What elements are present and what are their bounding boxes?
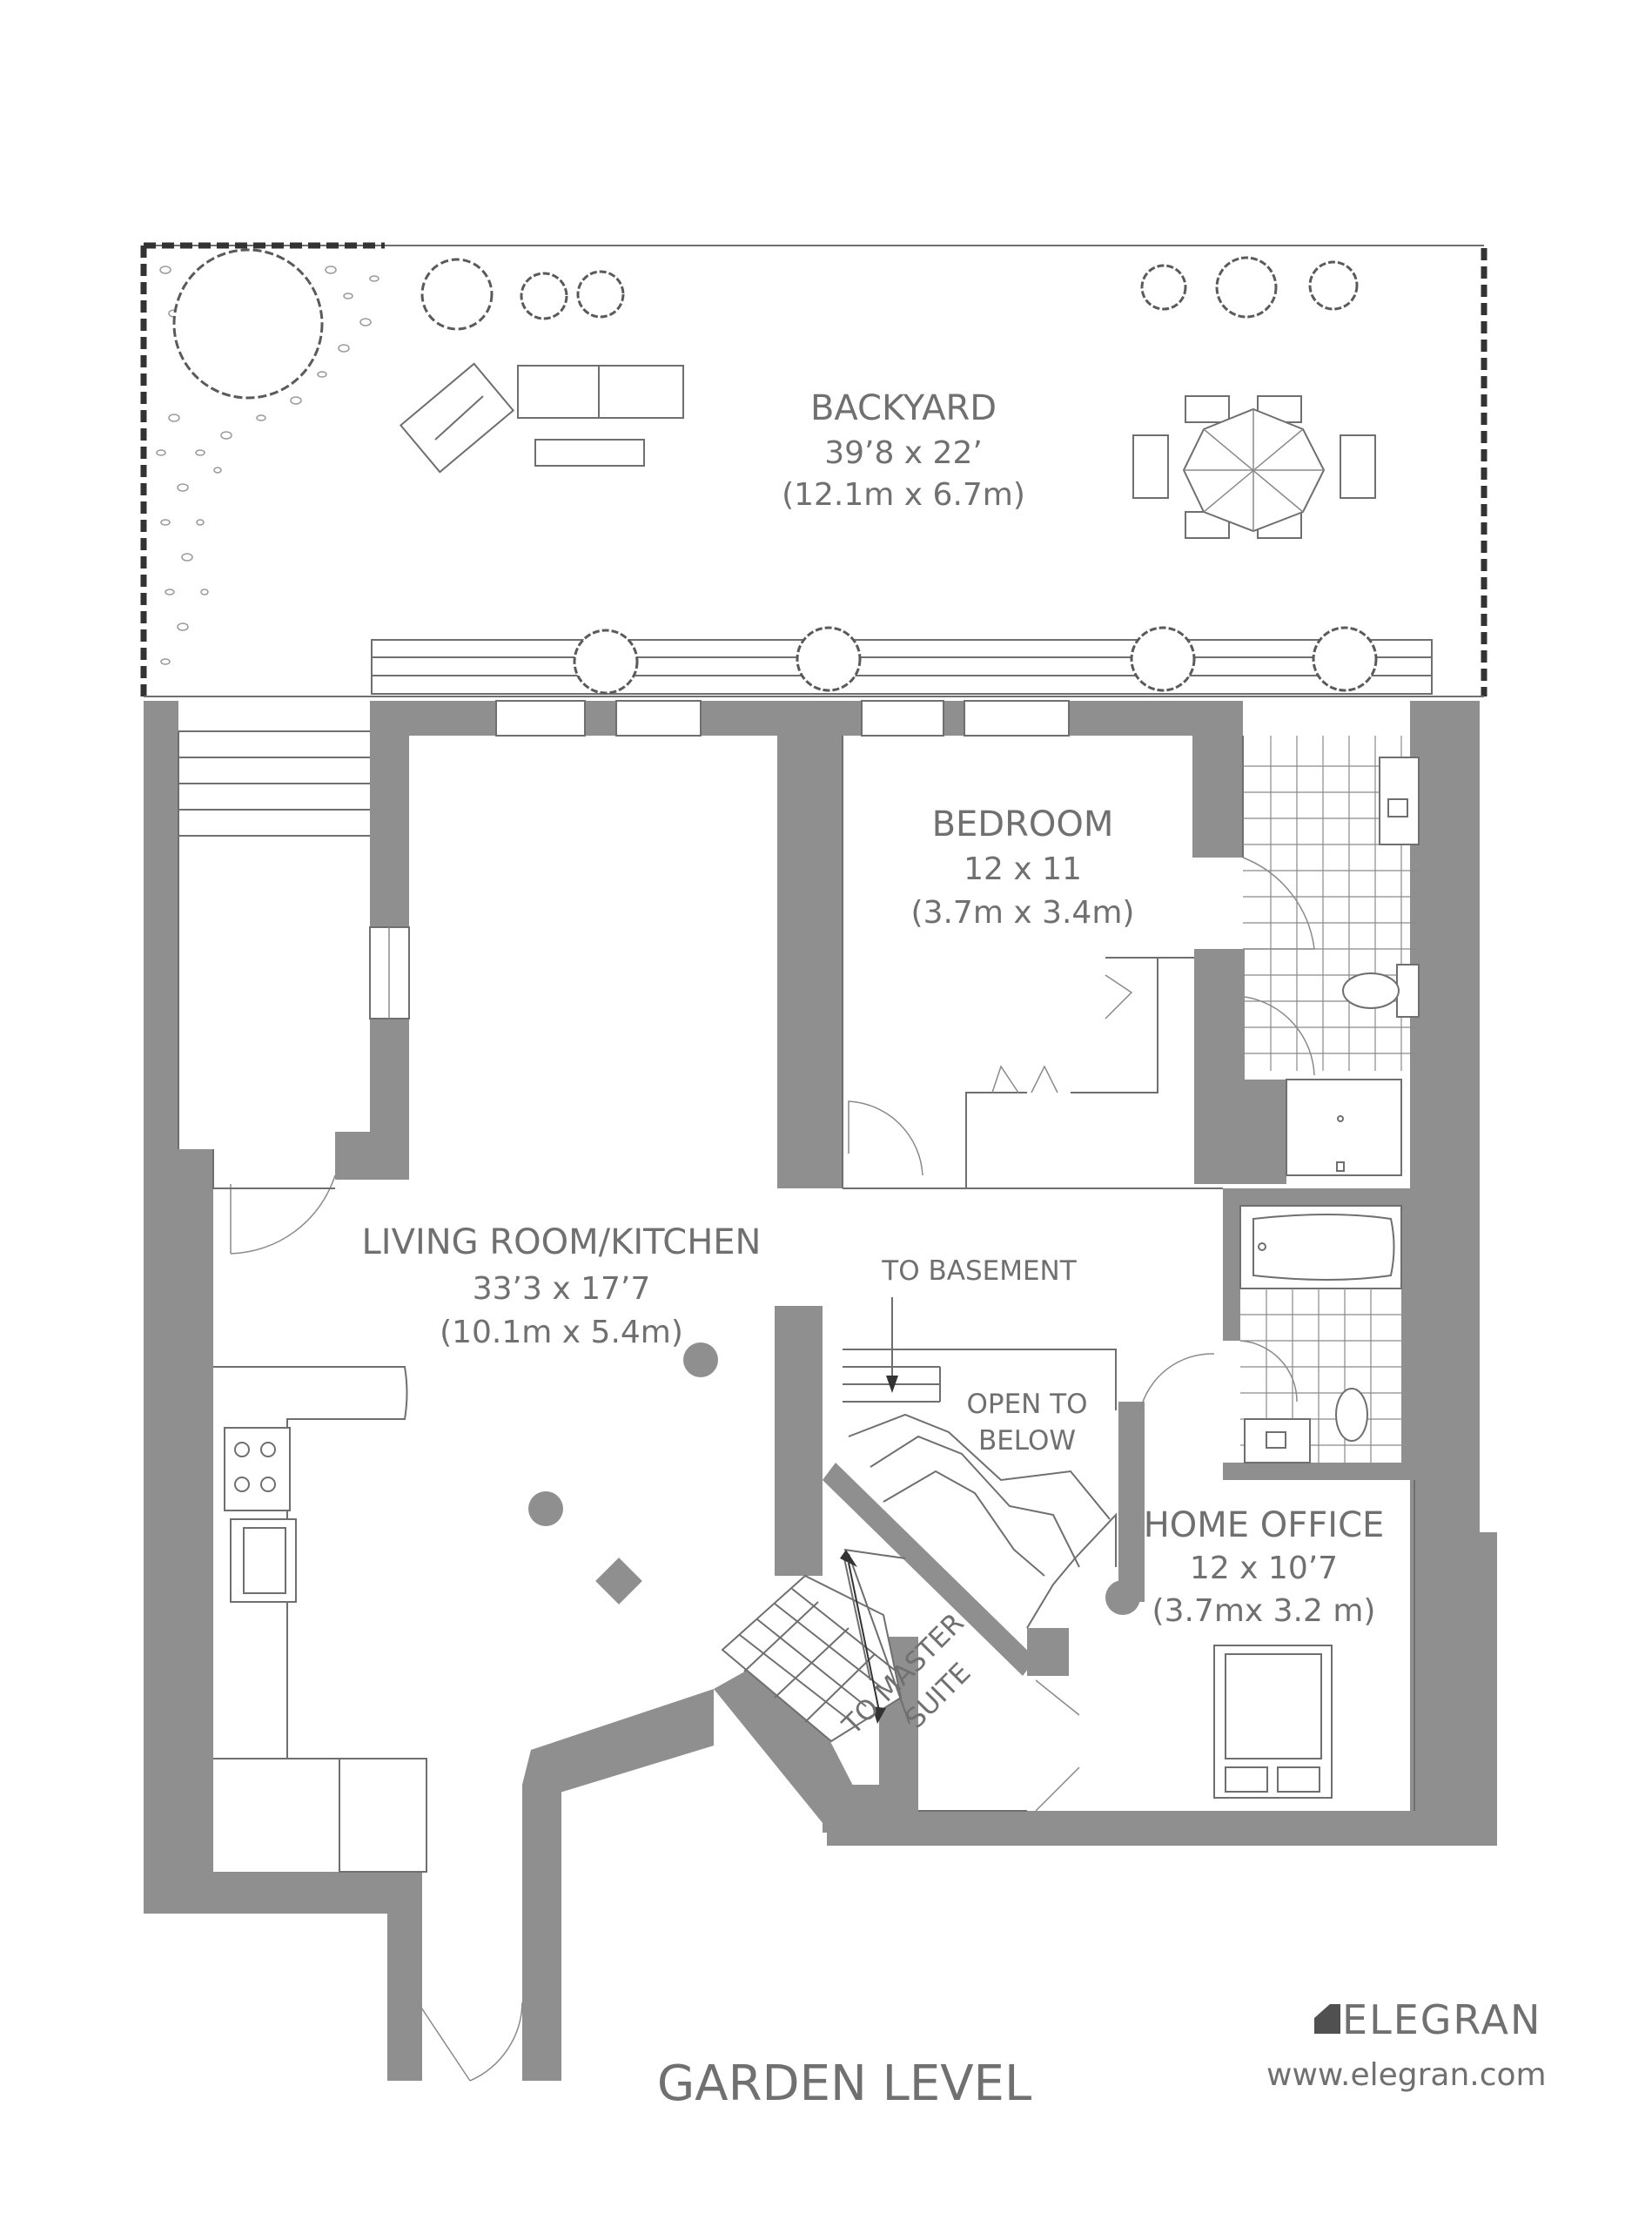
office-dim-metric: (3.7mx 3.2 m): [1152, 1593, 1376, 1629]
brand-url: www.elegran.com: [1266, 2057, 1547, 2093]
walls: [144, 701, 1497, 2081]
toilet-tank: [1396, 964, 1420, 1018]
to-basement-label: TO BASEMENT: [881, 1255, 1077, 1287]
living-area: LIVING ROOM/KITCHEN 33’3 x 17’7 (10.1m x…: [212, 1149, 1223, 1873]
plan-title: GARDEN LEVEL: [657, 2055, 1031, 2112]
tree: [420, 258, 494, 331]
stove: [224, 1427, 291, 1511]
large-tree: [172, 248, 324, 400]
toilet: [1342, 972, 1400, 1009]
tree: [520, 272, 568, 320]
living-dim-metric: (10.1m x 5.4m): [440, 1315, 683, 1350]
open-to-below-line1: OPEN TO: [966, 1389, 1087, 1420]
bathroom-upper: [1243, 736, 1420, 1176]
home-office-area: HOME OFFICE 12 x 10’7 (3.7mx 3.2 m): [918, 1480, 1415, 1812]
column: [683, 1342, 718, 1377]
tree: [1215, 256, 1278, 319]
bedroom-dim-metric: (3.7m x 3.4m): [911, 895, 1135, 931]
tree: [1308, 260, 1359, 311]
planter-bench: [371, 626, 1433, 695]
backyard-dim-metric: (12.1m x 6.7m): [782, 477, 1025, 513]
bathroom-lower: [1239, 1205, 1402, 1463]
bedroom-name: BEDROOM: [932, 804, 1114, 844]
bed: [1213, 1645, 1333, 1799]
office-dim-imperial: 12 x 10’7: [1190, 1551, 1338, 1586]
backyard-dim-imperial: 39’8 x 22’: [824, 435, 983, 471]
column: [595, 1558, 642, 1605]
stairs: TO BASEMENT OPEN TO BELOW TO MASTER SUIT…: [721, 1255, 1140, 1743]
toilet-2: [1335, 1388, 1368, 1442]
office-name: HOME OFFICE: [1144, 1505, 1385, 1545]
living-name: LIVING ROOM/KITCHEN: [362, 1222, 762, 1262]
tree: [576, 270, 625, 319]
living-dim-imperial: 33’3 x 17’7: [473, 1271, 651, 1307]
bedroom-dim-imperial: 12 x 11: [964, 851, 1082, 887]
open-to-below-line2: BELOW: [978, 1425, 1076, 1457]
brand-logo: ELEGRAN: [1314, 1996, 1541, 2043]
newel-post: [1105, 1580, 1140, 1615]
outdoor-sofa: [399, 362, 684, 474]
dining-set: [1132, 395, 1376, 539]
column: [528, 1491, 563, 1526]
tree: [1140, 264, 1187, 311]
windows: [369, 700, 1070, 1019]
brand-name: ELEGRAN: [1342, 1996, 1541, 2043]
backyard-area: BACKYARD 39’8 x 22’ (12.1m x 6.7m): [140, 242, 1487, 697]
entry-steps: [178, 730, 370, 1149]
bedroom-area: BEDROOM 12 x 11 (3.7m x 3.4m): [842, 736, 1244, 1188]
garden-bed: [156, 266, 379, 665]
doors: [230, 857, 1315, 2082]
backyard-name: BACKYARD: [810, 388, 997, 428]
kitchen-island-end: [339, 1758, 427, 1873]
